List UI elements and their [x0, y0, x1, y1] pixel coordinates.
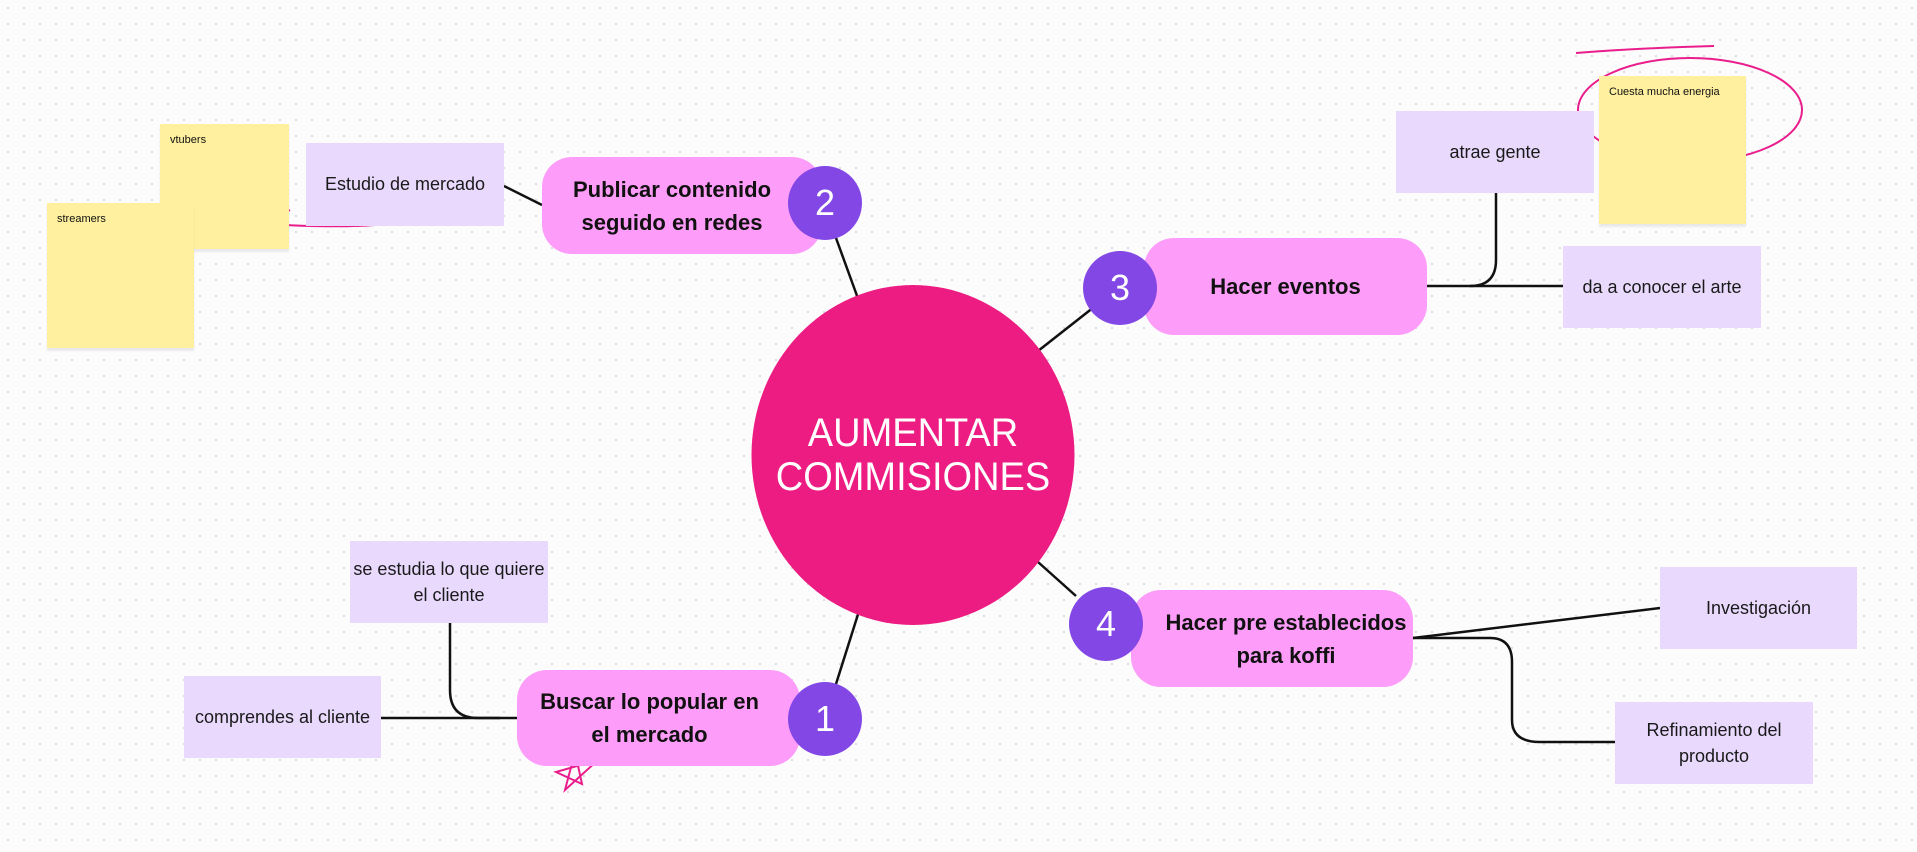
- sticky-note-streamers[interactable]: streamers: [47, 203, 194, 348]
- badge-number: 3: [1109, 267, 1131, 308]
- branch-label: Hacer pre establecidos para koffi: [1165, 609, 1407, 668]
- number-badge-4: 4: [1069, 587, 1143, 661]
- branch-label: Publicar contenido seguido en redes: [572, 176, 772, 235]
- leaf-comprendes[interactable]: comprendes al cliente: [184, 676, 381, 758]
- branch-node-1[interactable]: Buscar lo popular en el mercado: [517, 670, 800, 766]
- leaf-text: comprendes al cliente: [194, 706, 371, 727]
- leaf-text: atrae gente: [1449, 141, 1541, 162]
- number-badge-2: 2: [788, 166, 862, 240]
- branch-label: Hacer eventos: [1210, 274, 1361, 299]
- leaf-text: Refinamiento del producto: [1646, 719, 1782, 766]
- leaf-da-a-conocer[interactable]: da a conocer el arte: [1563, 246, 1761, 328]
- leaf-text: Estudio de mercado: [324, 174, 486, 195]
- leaf-text: Investigación: [1705, 597, 1812, 618]
- central-topic[interactable]: AUMENTAR COMMISIONES: [751, 285, 1075, 625]
- leaf-estudio-de-mercado[interactable]: Estudio de mercado: [306, 143, 504, 226]
- sticky-text: vtubers: [170, 134, 207, 146]
- number-badge-3: 3: [1083, 251, 1157, 325]
- branch-node-3[interactable]: Hacer eventos: [1144, 238, 1427, 335]
- branch-node-4[interactable]: Hacer pre establecidos para koffi: [1131, 590, 1413, 687]
- branch-node-2[interactable]: Publicar contenido seguido en redes: [542, 157, 822, 254]
- leaf-text: se estudia lo que quiere el cliente: [353, 558, 545, 605]
- sticky-text: Cuesta mucha energia: [1609, 86, 1720, 98]
- sticky-text: streamers: [57, 213, 106, 225]
- badge-number: 2: [814, 182, 836, 223]
- leaf-text: da a conocer el arte: [1582, 276, 1742, 297]
- leaf-refinamiento[interactable]: Refinamiento del producto: [1615, 702, 1813, 784]
- central-topic-text: AUMENTAR COMMISIONES: [775, 411, 1051, 499]
- branch-label: Buscar lo popular en el mercado: [540, 689, 759, 747]
- leaf-se-estudia[interactable]: se estudia lo que quiere el cliente: [350, 541, 548, 623]
- leaf-investigacion[interactable]: Investigación: [1660, 567, 1857, 649]
- badge-number: 1: [814, 698, 836, 739]
- number-badge-1: 1: [788, 682, 862, 756]
- leaf-atrae-gente[interactable]: atrae gente: [1396, 111, 1594, 193]
- badge-number: 4: [1095, 603, 1117, 644]
- sticky-note-energia[interactable]: Cuesta mucha energia: [1599, 76, 1746, 224]
